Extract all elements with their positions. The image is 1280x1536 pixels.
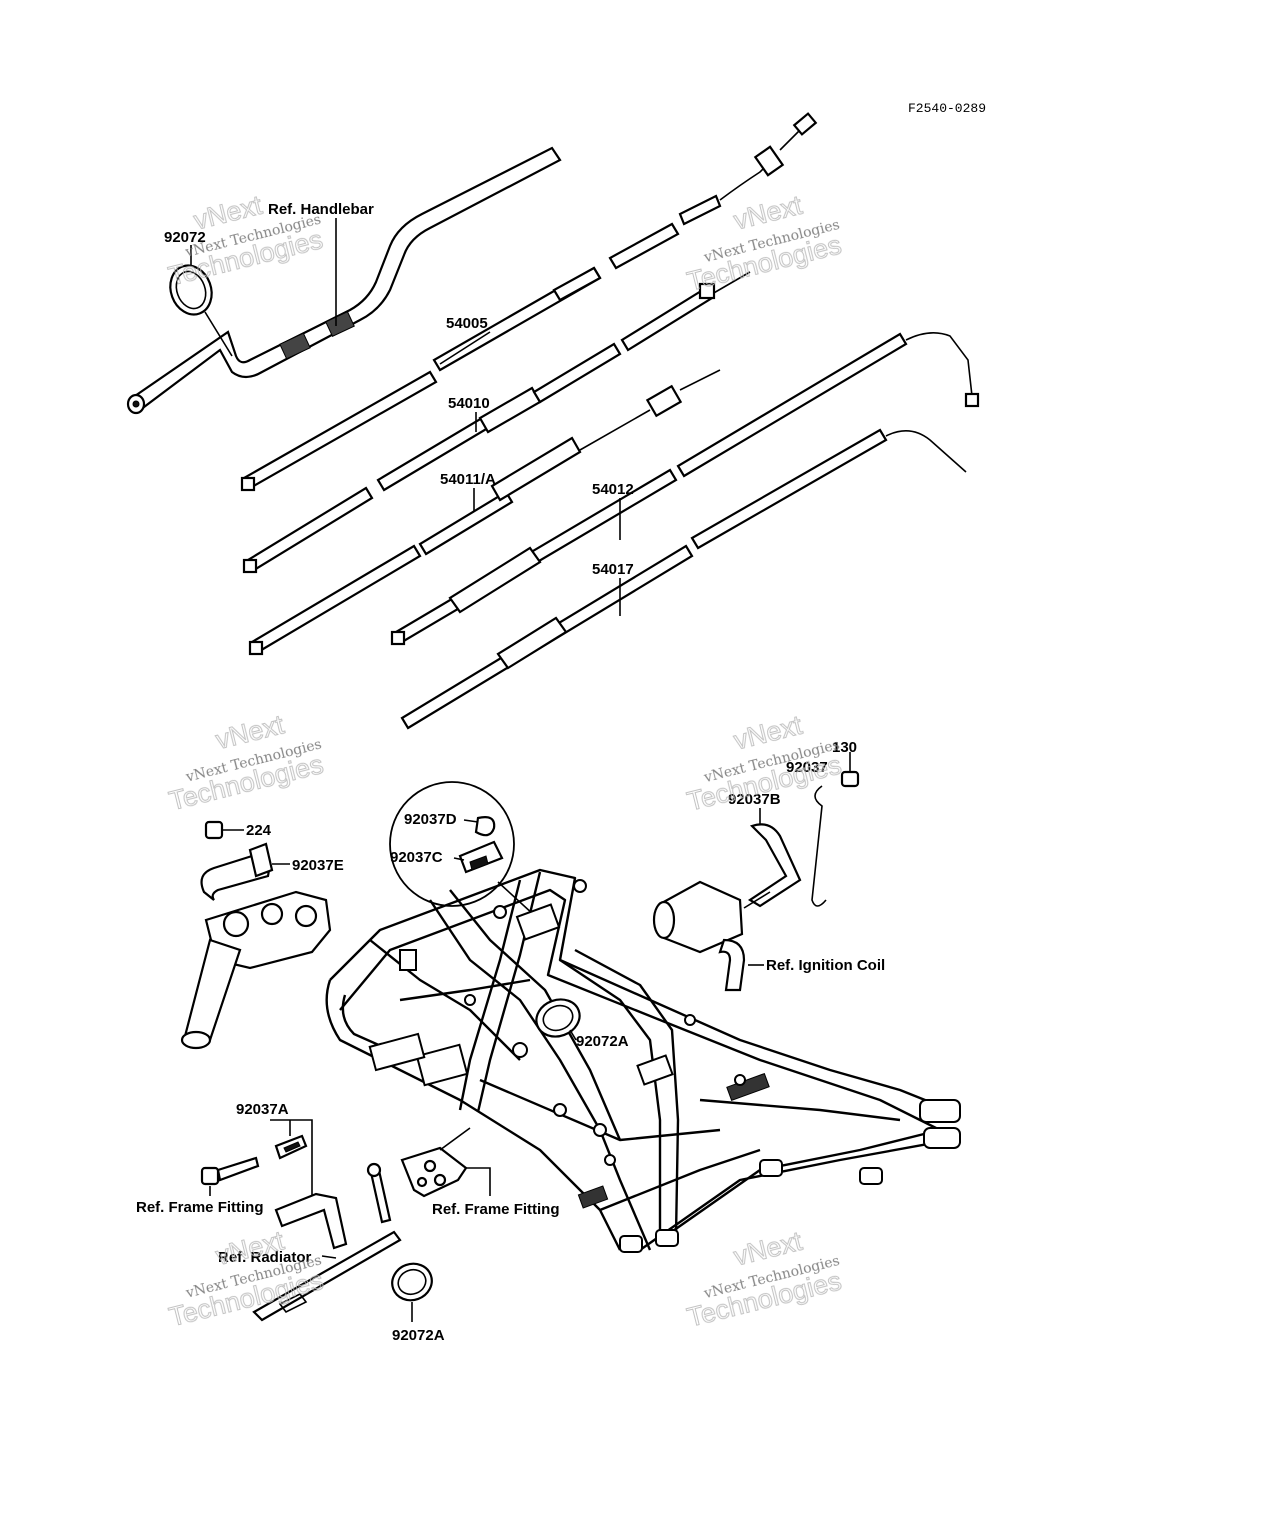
- watermark-3: vNext vNext Technologies Technologies: [166, 709, 327, 817]
- label-ref-frame-fitting-right: Ref. Frame Fitting: [432, 1201, 560, 1218]
- label-92072a-bottom: 92072A: [392, 1327, 445, 1344]
- clamp-92072a-frame: [535, 998, 581, 1041]
- label-92037b: 92037B: [728, 791, 781, 808]
- label-54005: 54005: [446, 315, 488, 332]
- frame: [325, 868, 961, 1253]
- label-54011a: 54011/A: [440, 471, 496, 488]
- nut-130: [840, 752, 860, 788]
- bolt-frame-fitting: [200, 1156, 260, 1186]
- label-ref-handlebar: Ref. Handlebar: [268, 201, 374, 218]
- clamp-92072a-bottom: [391, 1262, 433, 1322]
- watermark-5: vNext vNext Technologies Technologies: [166, 1225, 327, 1333]
- label-92037c: 92037C: [390, 849, 443, 866]
- label-92072a-frame: 92072A: [576, 1033, 629, 1050]
- cable-54005: [240, 112, 818, 492]
- label-54012: 54012: [592, 481, 634, 498]
- watermark-2: vNext vNext Technologies Technologies: [684, 189, 845, 297]
- cable-54012: [390, 332, 980, 646]
- label-92037: 92037: [786, 759, 828, 776]
- frame-fitting-plate: [400, 1146, 491, 1198]
- label-54017: 54017: [592, 561, 634, 578]
- cable-54010: [242, 271, 751, 574]
- label-224: 224: [246, 822, 272, 839]
- watermark-group: vNext vNext Technologies Technologies vN…: [165, 189, 845, 1333]
- detail-inset: [389, 781, 547, 927]
- label-ref-ignition-coil: Ref. Ignition Coil: [766, 957, 885, 974]
- switch-housing: [180, 890, 332, 1050]
- watermark-4: vNext vNext Technologies Technologies: [684, 709, 845, 817]
- bolt-224: [204, 820, 244, 840]
- clamp-92072: [169, 245, 233, 357]
- bracket-92037b: [747, 823, 802, 908]
- label-130: 130: [832, 739, 857, 756]
- wire-clip-92037: [811, 785, 827, 907]
- label-ref-radiator: Ref. Radiator: [218, 1249, 312, 1266]
- bracket-92037e: [200, 842, 274, 901]
- label-92037a: 92037A: [236, 1101, 289, 1118]
- handlebar: [126, 146, 562, 415]
- radiator-bracket: [252, 1162, 402, 1322]
- label-ref-frame-fitting-left: Ref. Frame Fitting: [136, 1199, 264, 1216]
- ignition-coil: [652, 880, 771, 992]
- label-92037d: 92037D: [404, 811, 457, 828]
- label-54010: 54010: [448, 395, 490, 412]
- clip-92037a: [274, 1134, 308, 1160]
- label-92072: 92072: [164, 229, 206, 246]
- label-92037e: 92037E: [292, 857, 344, 874]
- watermark-6: vNext vNext Technologies Technologies: [684, 1225, 845, 1333]
- cable-54011a: [248, 369, 721, 656]
- drawing-code: F2540-0289: [908, 101, 986, 116]
